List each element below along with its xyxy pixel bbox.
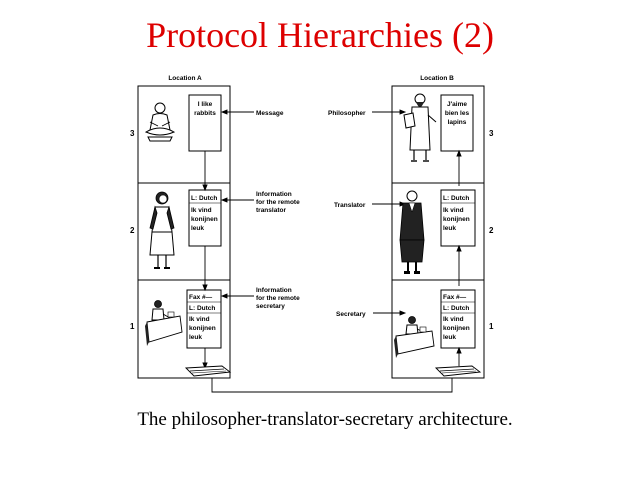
box-a-l2-line4: leuk — [191, 225, 204, 232]
box-a-l3-line1: I like — [198, 101, 213, 108]
location-a-label: Location A — [168, 75, 202, 82]
figure-caption: The philosopher-translator-secretary arc… — [137, 409, 513, 430]
box-b-l2-line3: konijnen — [443, 216, 470, 223]
location-a-column — [137, 85, 231, 379]
box-b-l1-line1: Fax #— — [443, 294, 467, 301]
box-b-l1-line3: Ik vind — [443, 316, 464, 323]
box-b-l2-line4: leuk — [443, 225, 456, 232]
box-a-l1-line3: Ik vind — [189, 316, 210, 323]
level-3-label-a: 3 — [130, 129, 135, 138]
box-b-l2-line1: L: Dutch — [443, 195, 469, 202]
level-2-label-a: 2 — [130, 226, 135, 235]
location-b-column — [391, 85, 485, 379]
label-arrows — [220, 109, 407, 316]
box-b-l1-line2: L: Dutch — [443, 305, 469, 312]
box-b-level3: J'aime bien les lapins — [440, 94, 474, 152]
fax-machine-icon — [434, 365, 482, 377]
level-1-label-b: 1 — [489, 322, 494, 331]
transmission-line — [211, 378, 453, 393]
bearded-philosopher-icon — [403, 93, 437, 162]
box-b-l3-line3: lapins — [448, 119, 467, 126]
box-b-level2: L: Dutch Ik vind konijnen leuk — [440, 189, 476, 247]
info-translator-line2: for the remote — [256, 199, 300, 206]
fax-machine-icon — [184, 365, 232, 377]
info-secretary-line1: Information — [256, 287, 292, 294]
box-a-l2-line1: L: Dutch — [191, 195, 217, 202]
info-translator-line3: translator — [256, 207, 286, 214]
info-translator-line1: Information — [256, 191, 292, 198]
flow-arrows-a — [202, 151, 208, 370]
box-a-l1-line1: Fax #— — [189, 294, 213, 301]
box-a-l1-line5: leuk — [189, 334, 202, 341]
box-a-l1-line4: konijnen — [189, 325, 216, 332]
level-3-label-b: 3 — [489, 129, 494, 138]
level-1-label-a: 1 — [130, 322, 135, 331]
box-a-l1-line2: L: Dutch — [189, 305, 215, 312]
man-translator-icon — [399, 190, 425, 274]
secretary-at-desk-icon — [394, 316, 435, 358]
box-b-l2-line2: Ik vind — [443, 207, 464, 214]
box-a-l2-line2: Ik vind — [191, 207, 212, 214]
info-secretary-line2: for the remote — [256, 295, 300, 302]
box-a-level1: Fax #— L: Dutch Ik vind konijnen leuk — [186, 289, 222, 349]
meditating-philosopher-icon — [144, 102, 176, 142]
flow-arrows-b — [456, 149, 462, 366]
box-a-level3: I like rabbits — [188, 94, 222, 152]
translator-label: Translator — [334, 202, 366, 209]
box-a-l3-line2: rabbits — [194, 110, 216, 117]
box-b-l3-line2: bien les — [445, 110, 470, 117]
box-a-level2: L: Dutch Ik vind konijnen leuk — [188, 189, 222, 247]
location-b-label: Location B — [420, 75, 454, 82]
secretary-label: Secretary — [336, 311, 366, 318]
woman-translator-icon — [149, 191, 175, 269]
philosopher-label: Philosopher — [328, 110, 366, 117]
message-label: Message — [256, 110, 284, 117]
box-b-l1-line5: leuk — [443, 334, 456, 341]
box-b-l3-line1: J'aime — [447, 101, 467, 108]
level-2-label-b: 2 — [489, 226, 494, 235]
box-b-l1-line4: konijnen — [443, 325, 470, 332]
box-b-level1: Fax #— L: Dutch Ik vind konijnen leuk — [440, 289, 476, 349]
secretary-at-desk-icon — [145, 300, 183, 346]
page-title: Protocol Hierarchies (2) — [146, 15, 494, 55]
info-secretary-line3: secretary — [256, 303, 285, 310]
box-a-l2-line3: konijnen — [191, 216, 218, 223]
